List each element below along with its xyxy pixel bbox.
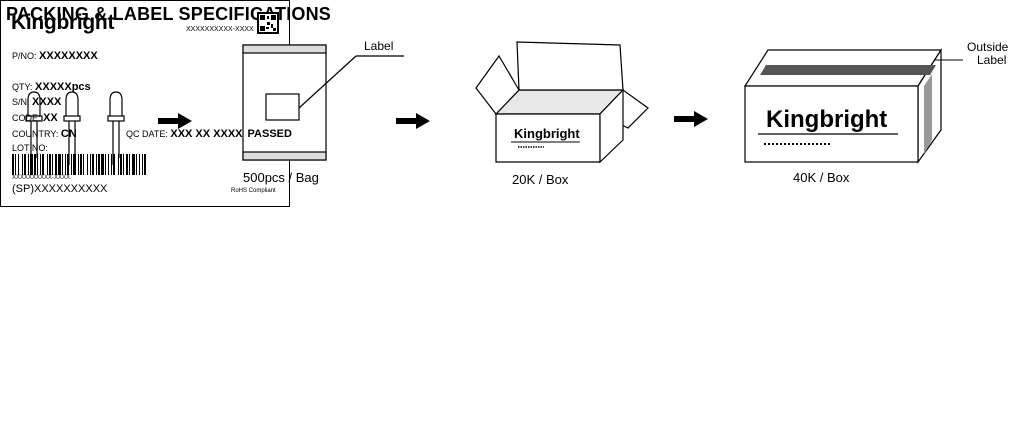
barcode-bar xyxy=(105,154,106,175)
barcode-bar xyxy=(139,154,140,175)
barcode-bar xyxy=(108,154,109,175)
barcode-bar xyxy=(30,154,33,175)
barcode-text: XXXXXXXXXX-XXXX xyxy=(12,175,71,181)
barcode-bar xyxy=(96,154,97,175)
barcode-bar xyxy=(22,154,23,175)
rohs-compliant: RoHS Compliant xyxy=(231,188,276,194)
sn-value: XXXX xyxy=(32,96,62,108)
box20-caption: 20K / Box xyxy=(512,172,569,187)
barcode-bar xyxy=(144,154,146,175)
barcode-bar xyxy=(71,154,72,175)
pno-row: P/NO: XXXXXXXX xyxy=(12,50,98,62)
led-2 xyxy=(63,91,81,165)
barcode-bar xyxy=(73,154,76,175)
qty-value: XXXXXpcs xyxy=(35,81,91,93)
led-3 xyxy=(107,91,125,165)
barcode-bar xyxy=(67,154,69,175)
qty-row: QTY: XXXXXpcs xyxy=(12,81,91,93)
barcode-bar xyxy=(65,154,66,175)
barcode-bar xyxy=(87,154,88,175)
barcode-bar xyxy=(126,154,128,175)
barcode-bar xyxy=(113,154,115,175)
barcode-bar xyxy=(98,154,100,175)
country-row: COUNTRY: CN xyxy=(12,128,77,140)
barcode-bar xyxy=(62,154,63,175)
page-title: PACKING & LABEL SPECIFICATIONS xyxy=(6,4,332,24)
barcode-bar xyxy=(15,154,16,175)
led-components xyxy=(25,91,125,165)
qr-code-icon xyxy=(257,12,279,34)
arrow-icon xyxy=(158,113,192,129)
barcode-bar xyxy=(123,154,124,175)
barcode-bar xyxy=(118,154,119,175)
barcode-bar xyxy=(49,154,51,175)
barcode-bar xyxy=(28,154,29,175)
barcode-bar xyxy=(40,154,41,175)
box-20k xyxy=(475,41,649,164)
barcode-bar xyxy=(47,154,48,175)
barcode-bar xyxy=(120,154,122,175)
barcode-bar xyxy=(129,154,130,175)
barcode-bar xyxy=(55,154,57,175)
barcode-bar xyxy=(18,154,19,175)
sn-row: S/N: XXXX xyxy=(12,96,62,108)
code-value: XX xyxy=(43,112,58,124)
bag-label-box xyxy=(265,93,300,121)
lot-label: LOT NO: xyxy=(12,143,48,153)
pno-value: XXXXXXXX xyxy=(39,50,98,62)
packing-diagram: Label Kingbright Kingbright Outside Labe… xyxy=(25,39,1009,165)
label-code-text: XXXXXXXXXX-XXXX xyxy=(186,26,254,33)
led-1 xyxy=(25,91,43,165)
barcode-bar xyxy=(58,154,61,175)
bag-caption: 500pcs / Bag xyxy=(243,170,319,185)
barcode-bar xyxy=(132,154,135,175)
sp-value: (SP)XXXXXXXXXX xyxy=(12,183,108,195)
qcdate-value: XXX XX XXXX xyxy=(170,128,243,140)
qcdate-row: QC DATE: XXX XX XXXX PASSED xyxy=(126,128,292,140)
barcode-bar xyxy=(136,154,137,175)
barcode-bar xyxy=(52,154,53,175)
code-row: CODE: XX xyxy=(12,112,58,124)
bag-label-callout: Label xyxy=(364,39,393,53)
barcode-bar xyxy=(101,154,104,175)
arrow-icon xyxy=(396,113,430,129)
outside-label-line2: Label xyxy=(977,53,1006,67)
barcode-bar xyxy=(12,154,14,175)
box40-caption: 40K / Box xyxy=(793,170,850,185)
barcode xyxy=(12,154,146,175)
country-value: CN xyxy=(60,128,77,140)
label-brand: Kingbright xyxy=(11,11,115,34)
barcode-bar xyxy=(80,154,82,175)
barcode-bar xyxy=(92,154,94,175)
barcode-bar xyxy=(111,154,112,175)
box20-brand: Kingbright xyxy=(514,126,580,141)
barcode-bar xyxy=(24,154,26,175)
arrow-icon xyxy=(674,111,708,127)
passed-status: PASSED xyxy=(247,128,292,140)
packing-bag xyxy=(242,44,404,161)
spec-label: Kingbright XXXXXXXXXX-XXXX P/NO: XXXXXXX… xyxy=(0,0,292,207)
barcode-bar xyxy=(37,154,38,175)
barcode-bar xyxy=(34,154,36,175)
box-40k xyxy=(743,47,943,164)
barcode-bar xyxy=(90,154,91,175)
barcode-bar xyxy=(42,154,44,175)
outside-label-line1: Outside xyxy=(967,40,1009,54)
box40-brand: Kingbright xyxy=(766,106,887,133)
barcode-bar xyxy=(78,154,79,175)
barcode-bar xyxy=(83,154,84,175)
barcode-bar xyxy=(142,154,143,175)
